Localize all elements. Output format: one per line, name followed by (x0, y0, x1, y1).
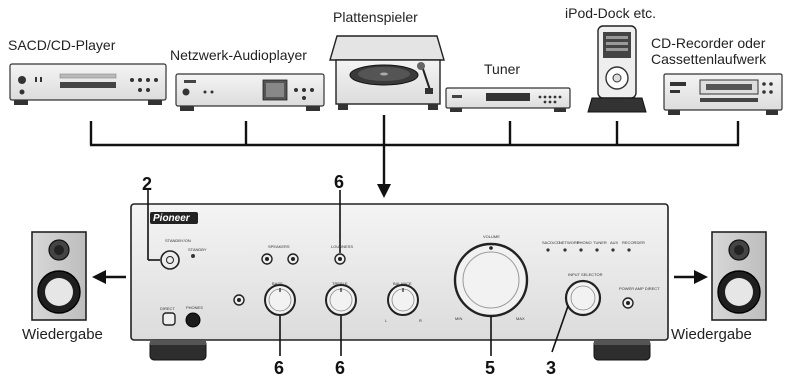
standby-label: STANDBY/ON (165, 238, 191, 243)
source-label-turntable: Plattenspieler (333, 9, 418, 25)
output-label-left: Wiedergabe (22, 326, 103, 343)
power-amp-direct-dot (626, 301, 630, 305)
speakers-label: SPEAKERS (268, 244, 290, 249)
standby-on-button[interactable] (161, 251, 179, 269)
callout-standby-on: 2 (142, 174, 152, 194)
callout-treble: 6 (335, 358, 345, 378)
power-amp-direct-label: POWER AMP DIRECT (619, 286, 660, 291)
volume-min-label: MIN (455, 316, 462, 321)
standby-led-label: STANDBY (188, 247, 207, 252)
input-arrow-head (377, 184, 391, 198)
volume-marker (489, 246, 493, 250)
mode-dot (237, 298, 241, 302)
direct-label: DIRECT (160, 306, 175, 311)
connection-lines (90, 115, 739, 185)
speaker-right (712, 232, 766, 320)
source-label-tuner: Tuner (484, 61, 520, 77)
loudness-label: LOUDNESS (331, 244, 353, 249)
ipod-dock (588, 26, 646, 112)
output-arrow-right (674, 270, 708, 284)
callout-volume: 5 (485, 358, 495, 378)
speaker-left (32, 232, 86, 320)
source-label-network: Netzwerk-Audioplayer (170, 47, 307, 63)
speakers-b-dot (291, 257, 295, 261)
indicator-label-aux: AUX (610, 240, 619, 245)
standby-led (191, 254, 195, 258)
indicator-label-sacd: SACD/CD (542, 240, 560, 245)
sacd-player (10, 64, 166, 105)
volume-label: VOLUME (483, 234, 500, 239)
volume-max-label: MAX (516, 316, 525, 321)
source-label-recorder-line1: CD-Recorder oder (651, 35, 766, 51)
indicator-label-recorder: RECORDER (622, 240, 645, 245)
indicator-label-phono: PHONO (577, 240, 592, 245)
source-label-recorder-line2: Cassettenlaufwerk (651, 51, 767, 67)
phones-label: PHONES (186, 305, 203, 310)
loudness-dot (338, 257, 342, 261)
network-audio-player (176, 74, 324, 111)
tuner (446, 88, 570, 112)
phones-jack[interactable] (186, 313, 200, 327)
brand-logo: Pioneer (153, 213, 191, 224)
callout-loudness: 6 (334, 172, 344, 192)
volume-knob[interactable] (455, 244, 527, 316)
output-arrow-left (92, 270, 126, 284)
turntable (330, 36, 444, 110)
speakers-a-dot (265, 257, 269, 261)
indicator-label-tuner: TUNER (593, 240, 607, 245)
callout-bass: 6 (274, 358, 284, 378)
direct-button[interactable] (163, 313, 175, 325)
source-label-ipod: iPod-Dock etc. (565, 5, 656, 21)
source-label-sacd: SACD/CD-Player (8, 37, 116, 53)
output-label-right: Wiedergabe (671, 326, 752, 343)
input-selector-label: INPUT SELECTOR (568, 272, 603, 277)
balance-r-label: R (419, 318, 422, 323)
cd-recorder (664, 74, 782, 115)
callout-input-selector: 3 (546, 358, 556, 378)
